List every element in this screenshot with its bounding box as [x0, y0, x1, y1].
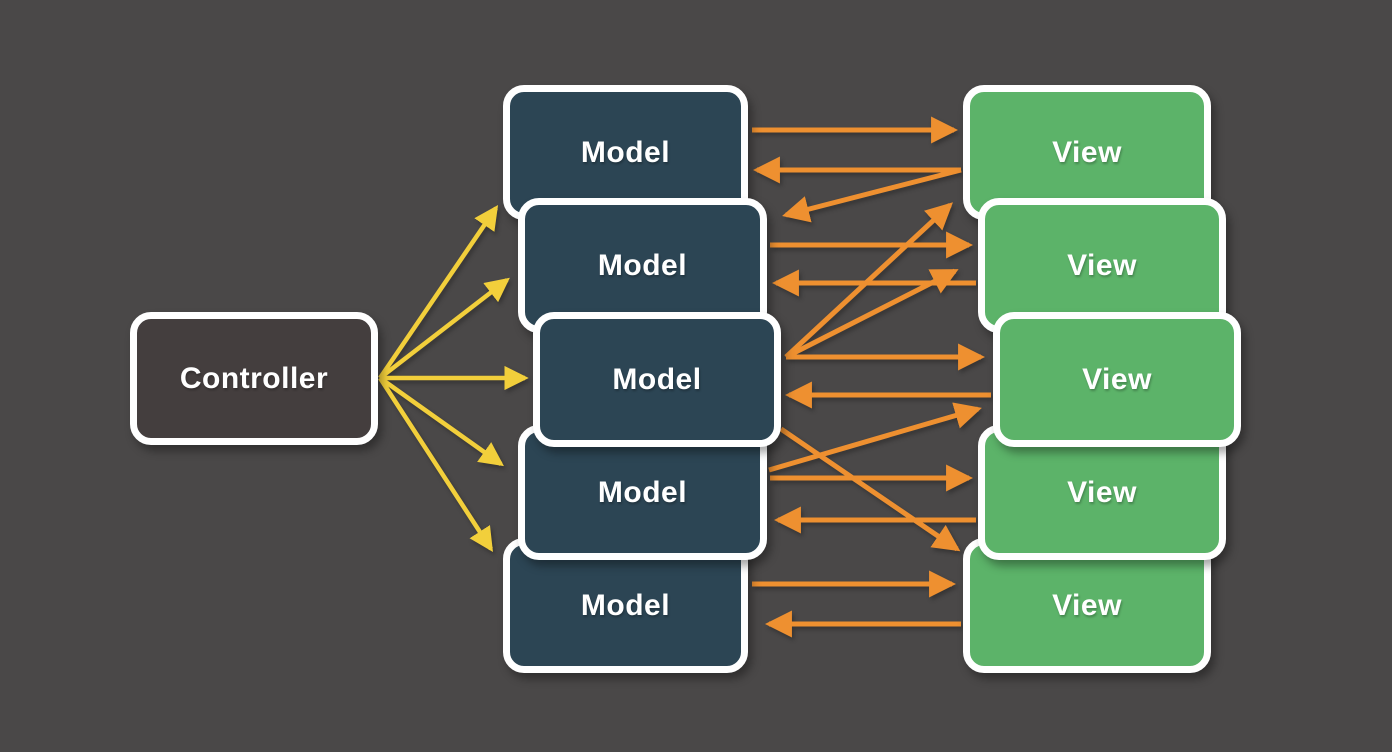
view-1-label: View — [1052, 135, 1122, 169]
model-3-box: Model — [533, 312, 781, 447]
edges-group — [378, 116, 991, 638]
model-4-label: Model — [597, 475, 688, 509]
arrow-controller-to-model-5 — [378, 376, 493, 553]
arrow-model-4-to-view-3 — [768, 402, 982, 473]
view-4-label: View — [1067, 475, 1137, 509]
view-3-label: View — [1082, 362, 1152, 396]
model-2-label: Model — [597, 248, 688, 282]
view-2-label: View — [1067, 248, 1137, 282]
controller-box: Controller — [130, 312, 378, 445]
view-5-label: View — [1052, 588, 1122, 622]
model-2-box: Model — [518, 198, 767, 333]
model-3-label: Model — [612, 362, 702, 396]
arrow-controller-to-model-4 — [378, 376, 504, 467]
arrow-model-3-to-view-2-side — [784, 268, 959, 360]
arrow-model-3-to-view-5 — [779, 426, 961, 552]
model-1-label: Model — [580, 135, 671, 169]
controller-label: Controller — [179, 361, 329, 395]
model-5-label: Model — [580, 588, 671, 622]
model-4-box: Model — [518, 425, 767, 560]
view-1-box: View — [963, 85, 1211, 220]
arrow-controller-to-model-1 — [378, 204, 499, 380]
view-4-box: View — [978, 425, 1226, 560]
view-5-box: View — [963, 538, 1211, 673]
arrow-controller-to-model-2 — [378, 277, 510, 380]
view-2-box: View — [978, 198, 1226, 333]
view-3-box: View — [993, 312, 1241, 447]
arrow-model-3-to-view-2-top — [784, 202, 953, 359]
model-1-box: Model — [503, 85, 748, 220]
arrow-view-1-to-model-2 — [782, 167, 962, 223]
